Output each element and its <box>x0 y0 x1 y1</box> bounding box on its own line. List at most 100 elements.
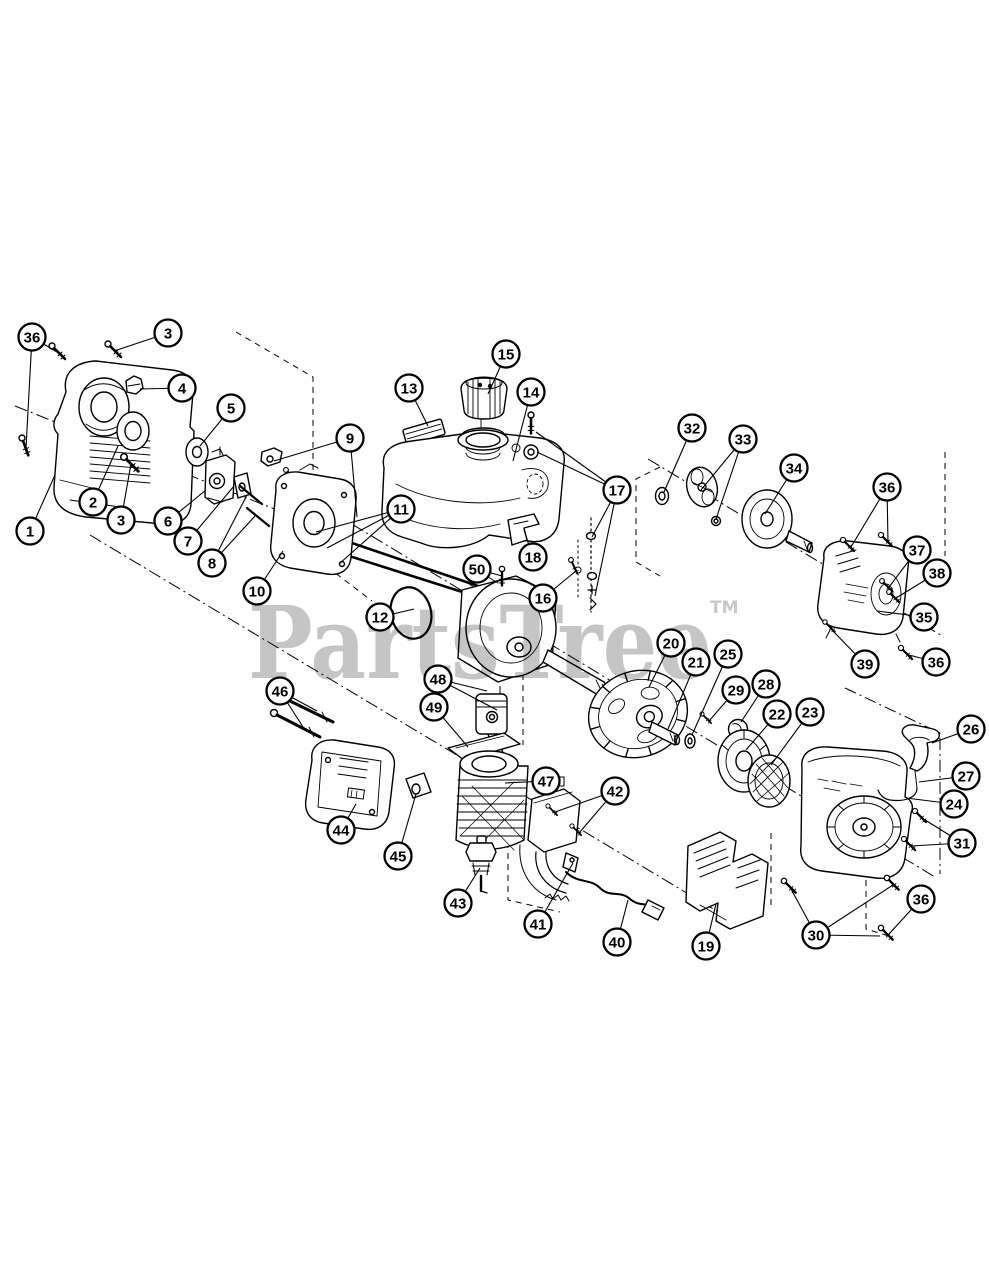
callout-31[interactable]: 31 <box>947 828 977 858</box>
callout-36[interactable]: 36 <box>921 647 951 677</box>
callout-circle-32[interactable] <box>677 413 707 443</box>
callout-circle-36[interactable] <box>906 884 936 914</box>
callout-5[interactable]: 5 <box>216 393 246 423</box>
callout-circle-6[interactable] <box>153 506 183 536</box>
callout-2[interactable]: 2 <box>78 487 108 517</box>
callout-32[interactable]: 32 <box>677 413 707 443</box>
callout-3[interactable]: 3 <box>153 318 183 348</box>
callout-circle-38[interactable] <box>922 558 952 588</box>
callout-36[interactable]: 36 <box>906 884 936 914</box>
callout-22[interactable]: 22 <box>762 699 792 729</box>
callout-1[interactable]: 1 <box>15 516 45 546</box>
callout-13[interactable]: 13 <box>394 373 424 403</box>
callout-circle-34[interactable] <box>779 453 809 483</box>
callout-41[interactable]: 41 <box>523 909 553 939</box>
callout-8[interactable]: 8 <box>197 548 227 578</box>
callout-circle-35[interactable] <box>909 602 939 632</box>
callout-49[interactable]: 49 <box>419 692 449 722</box>
callout-35[interactable]: 35 <box>909 602 939 632</box>
callout-circle-4[interactable] <box>167 373 197 403</box>
callout-circle-11[interactable] <box>386 494 416 524</box>
callout-38[interactable]: 38 <box>922 558 952 588</box>
callout-circle-20[interactable] <box>656 628 686 658</box>
callout-48[interactable]: 48 <box>423 664 453 694</box>
callout-circle-8[interactable] <box>197 548 227 578</box>
callout-circle-23[interactable] <box>795 697 825 727</box>
callout-circle-2[interactable] <box>78 487 108 517</box>
callout-circle-37[interactable] <box>902 535 932 565</box>
callout-50[interactable]: 50 <box>462 554 492 584</box>
callout-34[interactable]: 34 <box>779 453 809 483</box>
callout-21[interactable]: 21 <box>681 647 711 677</box>
callout-40[interactable]: 40 <box>602 927 632 957</box>
callout-circle-10[interactable] <box>242 576 272 606</box>
callout-39[interactable]: 39 <box>850 649 880 679</box>
callout-circle-44[interactable] <box>326 815 356 845</box>
callout-circle-30[interactable] <box>801 920 831 950</box>
callout-4[interactable]: 4 <box>167 373 197 403</box>
callout-circle-17[interactable] <box>602 475 632 505</box>
callout-33[interactable]: 33 <box>728 424 758 454</box>
callout-circle-13[interactable] <box>394 373 424 403</box>
callout-circle-45[interactable] <box>383 841 413 871</box>
callout-circle-24[interactable] <box>939 789 969 819</box>
callout-30[interactable]: 30 <box>801 920 831 950</box>
callout-circle-40[interactable] <box>602 927 632 957</box>
callout-circle-31[interactable] <box>947 828 977 858</box>
callout-circle-5[interactable] <box>216 393 246 423</box>
callout-11[interactable]: 11 <box>386 494 416 524</box>
callout-circle-1[interactable] <box>15 516 45 546</box>
callout-12[interactable]: 12 <box>365 602 395 632</box>
callout-28[interactable]: 28 <box>751 669 781 699</box>
callout-24[interactable]: 24 <box>939 789 969 819</box>
callout-circle-18[interactable] <box>518 542 548 572</box>
callout-circle-48[interactable] <box>423 664 453 694</box>
callout-circle-41[interactable] <box>523 909 553 939</box>
callout-circle-22[interactable] <box>762 699 792 729</box>
callout-circle-27[interactable] <box>951 761 981 791</box>
callout-36[interactable]: 36 <box>872 472 902 502</box>
callout-circle-47[interactable] <box>531 766 561 796</box>
callout-46[interactable]: 46 <box>265 676 295 706</box>
callout-circle-3[interactable] <box>153 318 183 348</box>
callout-circle-29[interactable] <box>721 675 751 705</box>
callout-circle-21[interactable] <box>681 647 711 677</box>
callout-16[interactable]: 16 <box>528 583 558 613</box>
callout-circle-15[interactable] <box>491 339 521 369</box>
callout-25[interactable]: 25 <box>713 639 743 669</box>
callout-47[interactable]: 47 <box>531 766 561 796</box>
callout-circle-39[interactable] <box>850 649 880 679</box>
callout-17[interactable]: 17 <box>602 475 632 505</box>
callout-37[interactable]: 37 <box>902 535 932 565</box>
callout-circle-28[interactable] <box>751 669 781 699</box>
callout-circle-16[interactable] <box>528 583 558 613</box>
callout-26[interactable]: 26 <box>956 714 986 744</box>
callout-23[interactable]: 23 <box>795 697 825 727</box>
callout-10[interactable]: 10 <box>242 576 272 606</box>
callout-7[interactable]: 7 <box>173 526 203 556</box>
callout-27[interactable]: 27 <box>951 761 981 791</box>
callout-circle-36[interactable] <box>872 472 902 502</box>
callout-circle-43[interactable] <box>443 888 473 918</box>
callout-9[interactable]: 9 <box>335 423 365 453</box>
callout-36[interactable]: 36 <box>17 322 47 352</box>
callout-29[interactable]: 29 <box>721 675 751 705</box>
callout-circle-50[interactable] <box>462 554 492 584</box>
callout-20[interactable]: 20 <box>656 628 686 658</box>
callout-circle-49[interactable] <box>419 692 449 722</box>
callout-14[interactable]: 14 <box>516 377 546 407</box>
callout-circle-46[interactable] <box>265 676 295 706</box>
callout-circle-7[interactable] <box>173 526 203 556</box>
callout-45[interactable]: 45 <box>383 841 413 871</box>
callout-circle-3[interactable] <box>106 505 136 535</box>
callout-circle-19[interactable] <box>691 931 721 961</box>
callout-circle-36[interactable] <box>17 322 47 352</box>
callout-circle-26[interactable] <box>956 714 986 744</box>
callout-3[interactable]: 3 <box>106 505 136 535</box>
callout-42[interactable]: 42 <box>600 776 630 806</box>
callout-circle-14[interactable] <box>516 377 546 407</box>
callout-circle-12[interactable] <box>365 602 395 632</box>
callout-44[interactable]: 44 <box>326 815 356 845</box>
callout-43[interactable]: 43 <box>443 888 473 918</box>
callout-circle-25[interactable] <box>713 639 743 669</box>
